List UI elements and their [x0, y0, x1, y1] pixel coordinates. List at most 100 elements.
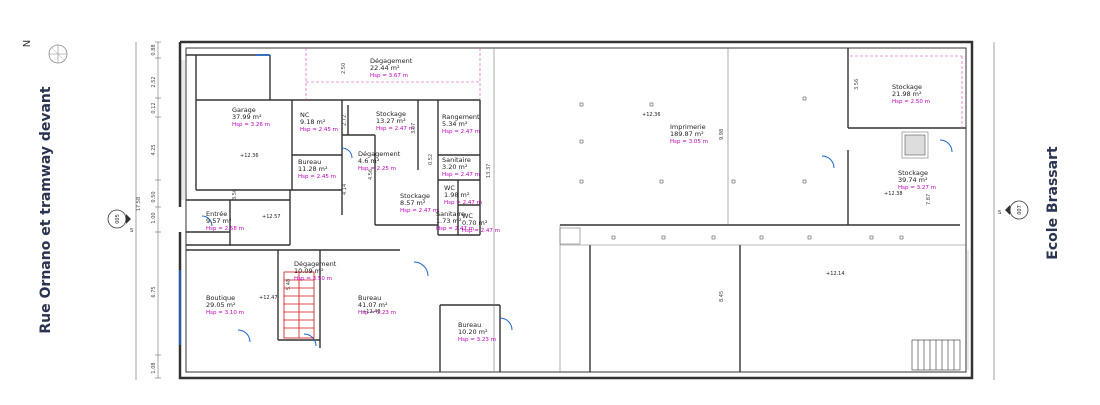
room-name: Imprimerie: [670, 123, 706, 131]
room-hsp: Hsp = 3.50 m: [294, 276, 332, 282]
dim-left-3: 4.25: [151, 144, 157, 155]
dim-interior: 2.72: [342, 115, 348, 126]
level-marker: +12.47: [259, 295, 278, 301]
room-area: 9.18 m²: [300, 118, 326, 126]
axis-marker-right-sub: S: [998, 210, 1001, 216]
room-hsp: Hsp = 2.58 m: [206, 226, 244, 232]
dim-left-7: 1.08: [151, 362, 157, 373]
room-area: 37.99 m²: [232, 113, 262, 121]
dim-interior: 0.52: [428, 154, 434, 165]
axis-marker-right: 007 S: [993, 42, 1029, 380]
level-marker: +12.14: [826, 271, 845, 277]
soffit-lines: [305, 48, 963, 128]
dim-left-6: 6.75: [151, 286, 157, 297]
left-dimension-column: 0.88 2.52 0.12 4.25 0.50 1.00 6.75 1.08 …: [136, 41, 161, 379]
dim-left-2: 0.12: [151, 102, 157, 113]
dim-interior: 7.87: [926, 194, 932, 205]
room-hsp: Hsp = 3.26 m: [232, 122, 270, 128]
room-name: Stockage: [898, 169, 928, 177]
doors: [179, 54, 953, 347]
room-hsp: Hsp = 2.45 m: [300, 127, 338, 133]
room-hsp: Hsp = 2.47 m: [442, 172, 480, 178]
room-hsp: Hsp = 3.10 m: [206, 310, 244, 316]
level-marker: +12.36: [240, 153, 259, 159]
room-area: 8.57 m²: [400, 199, 426, 207]
staircase-right: [911, 339, 961, 371]
room-area: 21.98 m²: [892, 90, 922, 98]
dim-interior: 4.56: [368, 169, 374, 180]
room-hsp: Hsp = 2.50 m: [892, 99, 930, 105]
room-area: 29.05 m²: [206, 301, 236, 309]
room-name: Dégagement: [358, 150, 401, 158]
room-name: NC: [300, 111, 310, 119]
room-name: Sanitaire: [442, 156, 471, 164]
room-area: 10.20 m²: [458, 328, 488, 336]
room-name: Entrée: [206, 210, 227, 218]
room-hsp: Hsp = 2.47 m: [436, 226, 474, 232]
room-area: 3.20 m²: [442, 163, 468, 171]
dim-interior: 3.07: [411, 123, 417, 134]
thin-partition-lines: [493, 48, 966, 372]
room-hsp: Hsp = 3.23 m: [358, 310, 396, 316]
room-name: Stockage: [892, 83, 922, 91]
room-hsp: Hsp = 2.47 m: [400, 208, 438, 214]
dim-left-0: 0.88: [151, 44, 157, 55]
room-hsp: Hsp = 2.47 m: [376, 126, 414, 132]
axis-marker-left: 005 S: [107, 42, 137, 380]
room-name: Bureau: [298, 158, 321, 166]
room-area: 189.87 m²: [670, 130, 704, 138]
room-name: Bureau: [358, 294, 381, 302]
room-area: 4.6 m²: [358, 157, 380, 165]
columns: [579, 96, 904, 240]
room-area: 0.70 m²: [462, 219, 488, 227]
room-area: 9.57 m²: [206, 217, 232, 225]
room-hsp: Hsp = 2.47 m: [444, 200, 482, 206]
room-hsp: Hsp = 3.23 m: [458, 337, 496, 343]
room-hsp: Hsp = 2.47 m: [462, 228, 500, 234]
room-hsp: Hsp = 3.05 m: [670, 139, 708, 145]
dim-interior: 2.50: [341, 63, 347, 74]
interior-dimensions: 2.50 3.56 2.72 3.07 4.56 4.14 0.52 13.37…: [232, 63, 932, 302]
staircase: [283, 271, 315, 339]
level-marker: +12.57: [262, 214, 281, 220]
room-hsp: Hsp = 2.25 m: [358, 166, 396, 172]
room-area: 13.27 m²: [376, 117, 406, 125]
room-name: Stockage: [376, 110, 406, 118]
level-marker: +12.40: [362, 309, 381, 315]
interior-walls: [186, 48, 966, 372]
dim-interior: 13.37: [486, 164, 492, 178]
room-area: 22.44 m²: [370, 64, 400, 72]
room-hsp: Hsp = 3.67 m: [370, 73, 408, 79]
room-name: Dégagement: [370, 57, 413, 65]
compass-icon: [48, 44, 68, 64]
room-area: 11.28 m²: [298, 165, 328, 173]
room-hsp: Hsp = 3.27 m: [898, 185, 936, 191]
axis-marker-right-num: 007: [1017, 205, 1023, 215]
dim-interior: 5.48: [286, 279, 292, 290]
dim-left-total: 17.58: [136, 197, 142, 211]
room-area: 1.98 m²: [444, 191, 470, 199]
room-area: 39.74 m²: [898, 176, 928, 184]
dim-interior: 9.98: [719, 129, 725, 140]
room-name: Stockage: [400, 192, 430, 200]
room-area: 41.07 m²: [358, 301, 388, 309]
level-marker: +12.38: [884, 191, 903, 197]
dim-left-4: 0.50: [151, 191, 157, 202]
level-marker: +12.36: [642, 112, 661, 118]
